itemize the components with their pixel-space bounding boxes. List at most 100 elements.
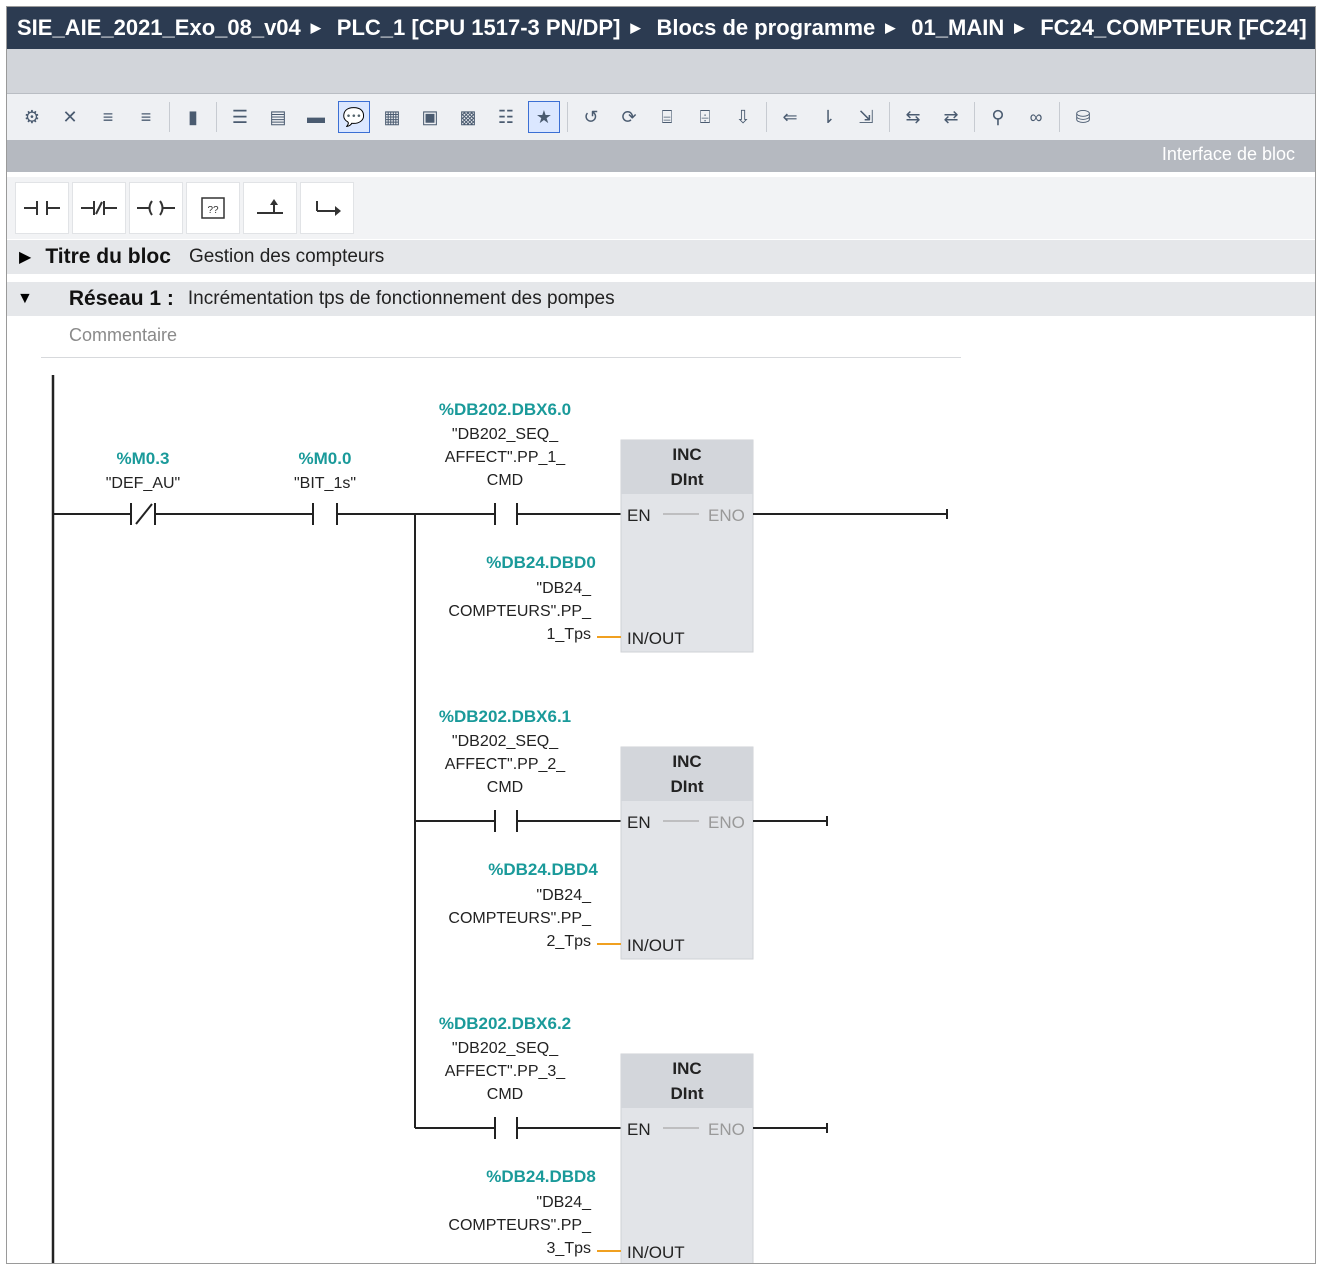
- open-branch-icon: [257, 199, 283, 214]
- contact-def-au-symbol[interactable]: "DEF_AU": [106, 475, 180, 492]
- branch-1-contact[interactable]: [494, 503, 518, 525]
- branch-1-operand-symbol-line1[interactable]: "DB24_: [536, 580, 592, 597]
- branch-3-contact-address[interactable]: %DB202.DBX6.2: [439, 1014, 571, 1033]
- network-1-title[interactable]: Incrémentation tps de fonctionnement des…: [187, 288, 615, 309]
- branch-1-operand-symbol-line3[interactable]: 1_Tps: [547, 626, 591, 643]
- branch-3-inc-box[interactable]: INC DInt EN ENO IN/OUT: [620, 1053, 754, 1263]
- branch-2-operand-address[interactable]: %DB24.DBD4: [488, 860, 598, 879]
- block-snapshot-icon[interactable]: ⛁: [1075, 106, 1091, 127]
- branch-2-operand-symbol-line3[interactable]: 2_Tps: [547, 933, 591, 950]
- breadcrumb-program-blocks[interactable]: Blocs de programme: [656, 15, 876, 40]
- block-interface-label[interactable]: Interface de bloc: [1161, 144, 1295, 164]
- branch-1-operand-symbol-line2[interactable]: COMPTEURS".PP_: [448, 603, 592, 620]
- normally-open-contact-icon: [24, 201, 60, 215]
- branch-2-contact[interactable]: [494, 810, 518, 832]
- branch-2-contact-symbol-line1[interactable]: "DB202_SEQ_: [452, 733, 559, 750]
- toolbar-separator: [216, 102, 217, 132]
- branch-3-contact-symbol-line1[interactable]: "DB202_SEQ_: [452, 1040, 559, 1057]
- comments-toggle-icon[interactable]: 💬: [338, 101, 370, 133]
- branch-3-contact-symbol-line3[interactable]: CMD: [487, 1086, 523, 1103]
- next-error-icon[interactable]: ⇂: [820, 106, 836, 127]
- breadcrumb-project[interactable]: SIE_AIE_2021_Exo_08_v04: [17, 15, 301, 40]
- branch-1-operand-address[interactable]: %DB24.DBD0: [486, 553, 596, 572]
- toolbar-separator: [567, 102, 568, 132]
- branch-2-contact-symbol-line2[interactable]: AFFECT".PP_2_: [445, 756, 566, 773]
- toolbar-separator: [1059, 102, 1060, 132]
- collapse-arrow-icon[interactable]: ▼: [17, 290, 33, 307]
- empty-box-icon: ??: [201, 197, 225, 219]
- normally-open-contact-button[interactable]: [15, 182, 69, 234]
- branch-1-contact-symbol-line1[interactable]: "DB202_SEQ_: [452, 426, 559, 443]
- branch-1-box-type[interactable]: DInt: [670, 470, 703, 489]
- contact-def-au[interactable]: [130, 503, 156, 525]
- branch-3-box-type[interactable]: DInt: [670, 1084, 703, 1103]
- compare-left-icon[interactable]: ⇆: [905, 106, 921, 127]
- contact-bit-1s-symbol[interactable]: "BIT_1s": [294, 475, 356, 492]
- call-structure-icon[interactable]: ⌸: [661, 106, 673, 127]
- favorites-list-icon[interactable]: ☷: [497, 106, 515, 127]
- branch-2-box-type[interactable]: DInt: [670, 777, 703, 796]
- expand-all-icon[interactable]: ☰: [231, 106, 249, 127]
- branch-3-operand-symbol-line2[interactable]: COMPTEURS".PP_: [448, 1217, 592, 1234]
- assignment-list-icon[interactable]: ⌹: [699, 106, 711, 127]
- branch-3-contact[interactable]: [494, 1117, 518, 1139]
- branch-3: %DB202.DBX6.2 "DB202_SEQ_ AFFECT".PP_3_ …: [415, 1014, 828, 1263]
- branch-1-contact-address[interactable]: %DB202.DBX6.0: [439, 400, 571, 419]
- tag-info-icon[interactable]: ▣: [421, 106, 439, 127]
- network-overview-icon[interactable]: ▬: [307, 106, 325, 127]
- symbol-info-icon[interactable]: ▩: [459, 106, 477, 127]
- empty-box-button[interactable]: ??: [186, 182, 240, 234]
- open-branch-button[interactable]: [243, 182, 297, 234]
- coil-button[interactable]: [129, 182, 183, 234]
- branch-3-operand-symbol-line1[interactable]: "DB24_: [536, 1194, 592, 1211]
- branch-2-contact-address[interactable]: %DB202.DBX6.1: [439, 707, 571, 726]
- branch-3-contact-symbol-line2[interactable]: AFFECT".PP_3_: [445, 1063, 566, 1080]
- branch-2-inc-box[interactable]: INC DInt EN ENO IN/OUT: [620, 746, 754, 960]
- operand-representation-icon[interactable]: ▦: [383, 106, 401, 127]
- editor-window: SIE_AIE_2021_Exo_08_v04 ▶ PLC_1 [CPU 151…: [6, 6, 1316, 1264]
- expand-arrow-icon[interactable]: ▶: [19, 249, 32, 266]
- block-title-bar[interactable]: ▶ Titre du bloc Gestion des compteurs: [7, 240, 1315, 274]
- coil-icon: [137, 200, 175, 216]
- branch-3-operand-symbol-line3[interactable]: 3_Tps: [547, 1240, 591, 1257]
- download-icon[interactable]: ⇩: [735, 106, 751, 127]
- compare-right-icon[interactable]: ⇄: [943, 106, 959, 127]
- insert-row-icon[interactable]: ≡: [102, 106, 114, 127]
- branch-2-operand-symbol-line1[interactable]: "DB24_: [536, 887, 592, 904]
- favorites-star-icon[interactable]: ★: [528, 101, 560, 133]
- delete-network-icon[interactable]: ✕: [62, 106, 78, 127]
- branch-1-contact-symbol-line3[interactable]: CMD: [487, 472, 523, 489]
- search-icon[interactable]: ⚲: [991, 106, 1005, 127]
- branch-3-operand-address[interactable]: %DB24.DBD8: [486, 1167, 596, 1186]
- toolbar-separator: [766, 102, 767, 132]
- network-comment[interactable]: Commentaire: [69, 325, 178, 345]
- previous-error-icon[interactable]: ⇐: [782, 106, 798, 127]
- branch-2-contact-symbol-line3[interactable]: CMD: [487, 779, 523, 796]
- branch-2-operand-symbol-line2[interactable]: COMPTEURS".PP_: [448, 910, 592, 927]
- monitor-glasses-icon[interactable]: ∞: [1029, 106, 1043, 127]
- go-to-icon[interactable]: ↺: [583, 106, 599, 127]
- absolute-operand-icon[interactable]: ▮: [188, 106, 198, 127]
- contact-def-au-address[interactable]: %M0.3: [117, 449, 170, 468]
- network-1-header[interactable]: ▼ Réseau 1 : Incrémentation tps de fonct…: [7, 282, 1315, 316]
- branch-1-inc-box[interactable]: INC DInt EN ENO IN/OUT: [620, 439, 754, 653]
- collapse-all-icon[interactable]: ▤: [269, 106, 287, 127]
- close-branch-icon: [316, 201, 341, 216]
- branch-3-en-pin: EN: [627, 1120, 651, 1139]
- branch-1-contact-symbol-line2[interactable]: AFFECT".PP_1_: [445, 449, 566, 466]
- close-branch-button[interactable]: [300, 182, 354, 234]
- normally-closed-contact-button[interactable]: [72, 182, 126, 234]
- contact-bit-1s[interactable]: [312, 503, 338, 525]
- block-interface-bar[interactable]: Interface de bloc: [7, 140, 1315, 172]
- breadcrumb-block[interactable]: FC24_COMPTEUR [FC24]: [1040, 15, 1307, 40]
- indent-icon[interactable]: ⇲: [858, 106, 874, 127]
- breadcrumb-main[interactable]: 01_MAIN: [911, 15, 1005, 40]
- insert-network-icon[interactable]: ⚙: [23, 106, 41, 127]
- breadcrumb-plc[interactable]: PLC_1 [CPU 1517-3 PN/DP]: [336, 15, 621, 40]
- toolbar-separator: [974, 102, 975, 132]
- monitoring-icon[interactable]: ⟳: [621, 106, 637, 127]
- contact-bit-1s-address[interactable]: %M0.0: [299, 449, 352, 468]
- branch-2: %DB202.DBX6.1 "DB202_SEQ_ AFFECT".PP_2_ …: [415, 707, 828, 960]
- add-row-icon[interactable]: ≡: [140, 106, 152, 127]
- block-title-value[interactable]: Gestion des compteurs: [188, 246, 385, 267]
